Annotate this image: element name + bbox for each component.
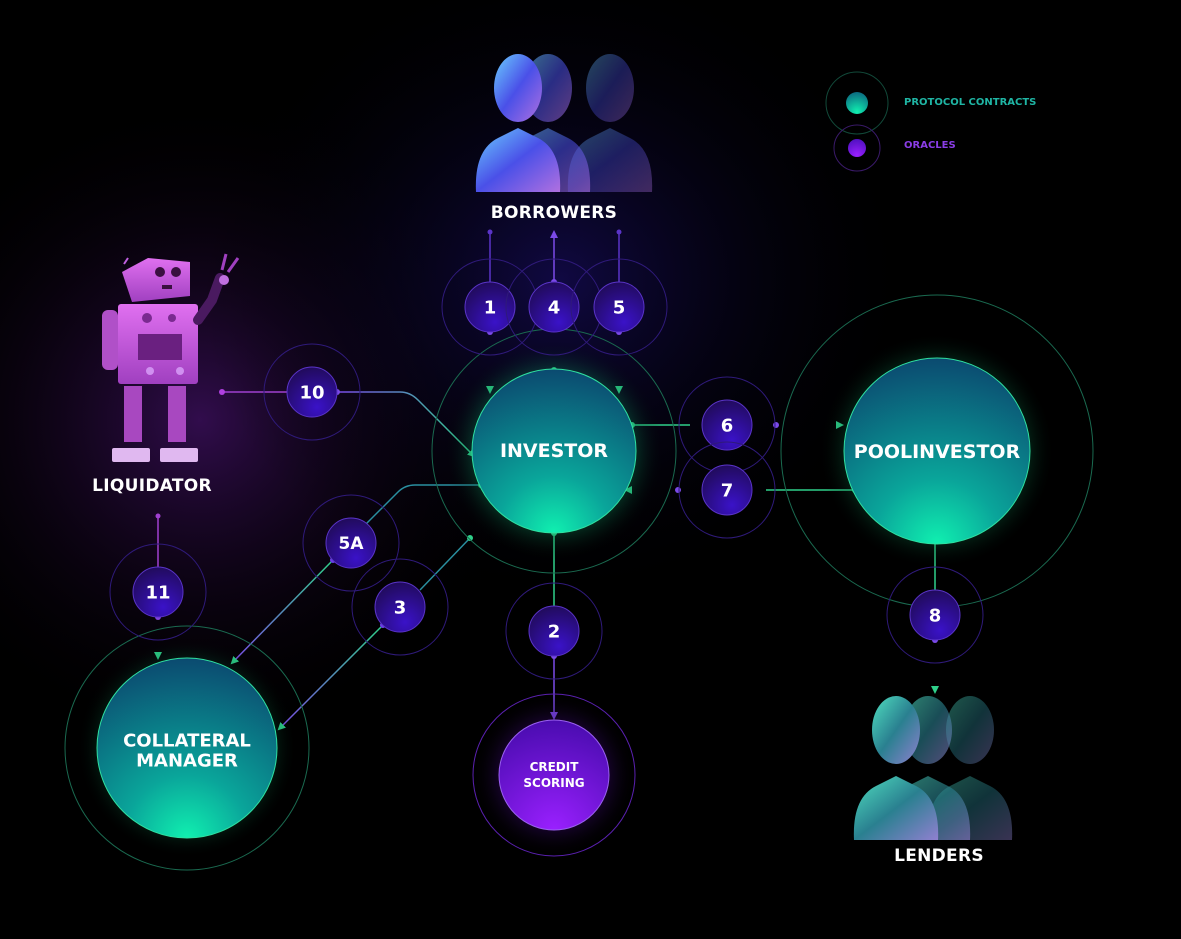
contract-poolinvestor[interactable]: POOLINVESTOR	[780, 294, 1094, 608]
step-10[interactable]: 10	[263, 343, 361, 441]
step-11[interactable]: 11	[109, 543, 207, 641]
step-5a[interactable]: 5A	[302, 494, 400, 592]
step-2-label: 2	[548, 622, 561, 643]
legend-oracles	[833, 124, 881, 172]
step-5-label: 5	[613, 298, 626, 319]
step-8-label: 8	[929, 606, 942, 627]
step-10-label: 10	[299, 383, 324, 404]
lenders-label: LENDERS	[894, 846, 984, 866]
step-5a-label: 5A	[339, 534, 365, 554]
step-6-label: 6	[721, 416, 734, 437]
contract-collateral-manager[interactable]: COLLATERAL MANAGER	[64, 625, 310, 871]
contract-investor[interactable]: INVESTOR	[431, 328, 677, 574]
step-4-label: 4	[548, 298, 561, 319]
legend-protocol-contracts	[825, 71, 889, 135]
lenders-icon	[853, 696, 1013, 840]
poolinvestor-label: POOLINVESTOR	[854, 441, 1021, 463]
step-1-label: 1	[484, 298, 497, 319]
collateral-manager-label-line2: MANAGER	[136, 751, 238, 772]
liquidator-robot-icon	[102, 253, 240, 462]
step-3[interactable]: 3	[351, 558, 449, 656]
legend-oracles-label: ORACLES	[904, 140, 956, 151]
investor-label: INVESTOR	[500, 440, 608, 462]
credit-scoring-label-line1: CREDIT	[530, 760, 580, 774]
step-2[interactable]: 2	[505, 582, 603, 680]
step-1[interactable]: 1	[441, 258, 539, 356]
legend-protocol-contracts-label: PROTOCOL CONTRACTS	[904, 97, 1037, 108]
step-5[interactable]: 5	[570, 258, 668, 356]
step-6[interactable]: 6	[678, 376, 776, 474]
step-11-label: 11	[145, 583, 170, 604]
legend	[825, 71, 889, 172]
step-7[interactable]: 7	[678, 441, 776, 539]
borrowers-icon	[475, 54, 653, 192]
step-8[interactable]: 8	[886, 566, 984, 664]
steps: 1 4 5 6 7 8 2	[109, 258, 984, 680]
borrowers-label: BORROWERS	[490, 203, 618, 223]
liquidator-label: LIQUIDATOR	[92, 476, 212, 496]
step-3-label: 3	[394, 598, 407, 619]
collateral-manager-label-line1: COLLATERAL	[123, 731, 251, 752]
oracle-credit-scoring[interactable]: CREDIT SCORING	[472, 693, 636, 857]
credit-scoring-label-line2: SCORING	[523, 776, 584, 790]
step-7-label: 7	[721, 481, 734, 502]
